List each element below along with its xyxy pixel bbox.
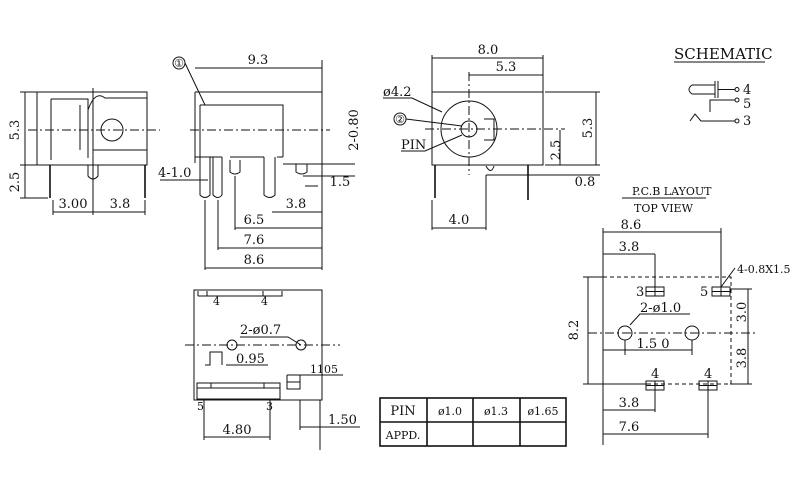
pcb-pad-size: 4-0.8X1.5 <box>737 263 791 276</box>
table-header-3: ø1.65 <box>527 405 558 418</box>
pcb-dim-d2: 3.8 <box>619 396 640 411</box>
pad-label-4a: 4 <box>651 367 659 382</box>
bottom-view: 4 4 2-ø0.7 0.95 1105 5 3 1.50 4.80 <box>185 289 360 450</box>
dim-pin-thickness: 4-1.0 <box>158 166 191 181</box>
pin-top-a: 4 <box>213 295 220 308</box>
pad-label-3: 3 <box>636 285 644 300</box>
pin-bottom-b: 3 <box>266 400 273 413</box>
dim-d5: 8.6 <box>244 253 265 268</box>
dim-d2: 1105 <box>310 363 338 376</box>
pcb-layout: P.C.B LAYOUT TOP VIEW 3 5 4 4 8.6 3.8 4-… <box>567 185 791 445</box>
callout-2: ② <box>395 113 405 126</box>
front-view: ① 9.3 2-0.80 4-1.0 1.5 3.8 6.5 7.6 8.6 <box>158 53 362 270</box>
pcb-subtitle: TOP VIEW <box>634 202 694 215</box>
pcb-dim-d1: 3.8 <box>619 240 640 255</box>
pin-top-b: 4 <box>261 295 268 308</box>
dim-height: 5.3 <box>8 120 23 141</box>
callout-1: ① <box>174 57 184 70</box>
dim-pin-position: 4.0 <box>449 213 470 228</box>
table-row-label: APPD. <box>385 429 421 442</box>
side-view: 5.3 2.5 3.00 3.8 <box>8 88 160 215</box>
pcb-dim-v1: 3.0 <box>735 302 750 323</box>
dim-height: 5.3 <box>581 118 596 139</box>
dim-offset-a: 3.00 <box>59 197 88 212</box>
pcb-hole-spacing: 1.5 0 <box>636 337 669 352</box>
dim-center: 5.3 <box>496 60 517 75</box>
pcb-holes: 2-ø1.0 <box>640 301 681 316</box>
dim-d4: 7.6 <box>244 233 265 248</box>
schematic-pin-3: 3 <box>743 114 751 129</box>
pcb-dim-height: 8.2 <box>567 320 582 341</box>
schematic-pin-4: 4 <box>743 83 751 98</box>
dim-pin-length: 2.5 <box>8 172 23 193</box>
end-view: 8.0 5.3 ø4.2 ② PIN 2.5 5.3 0.8 4.0 <box>383 43 600 230</box>
table-header-1: ø1.0 <box>438 405 462 418</box>
dim-d4: 4.80 <box>223 423 252 438</box>
pad-label-4b: 4 <box>704 367 712 382</box>
pcb-title: P.C.B LAYOUT <box>632 185 712 198</box>
dim-width: 8.0 <box>478 43 499 58</box>
dim-offset-b: 3.8 <box>110 197 131 212</box>
dim-d3: 6.5 <box>244 213 265 228</box>
pin-label: PIN <box>401 138 426 153</box>
dim-d3: 1.50 <box>328 413 357 428</box>
schematic-pin-5: 5 <box>743 97 751 112</box>
schematic-title: SCHEMATIC <box>674 45 773 63</box>
pcb-dim-v2: 3.8 <box>735 348 750 369</box>
dim-center-height: 2.5 <box>549 140 564 161</box>
schematic: SCHEMATIC 4 5 3 <box>674 45 773 129</box>
dim-pin-width: 2-0.80 <box>347 109 362 151</box>
pcb-dim-d3: 7.6 <box>619 420 640 435</box>
table-header-2: ø1.3 <box>484 405 508 418</box>
pcb-dim-width: 8.6 <box>621 218 642 233</box>
dim-length: 9.3 <box>248 53 269 68</box>
pin-bottom-a: 5 <box>197 400 204 413</box>
dim-pin-offset: 0.8 <box>575 175 596 190</box>
table-header-pin: PIN <box>390 404 415 419</box>
dim-diameter: ø4.2 <box>383 85 412 100</box>
pin-table: PIN ø1.0 ø1.3 ø1.65 APPD. <box>379 397 567 447</box>
dim-d2: 3.8 <box>286 197 307 212</box>
holes-label: 2-ø0.7 <box>240 323 281 338</box>
dim-d1: 0.95 <box>236 352 265 367</box>
dim-d1: 1.5 <box>330 175 351 190</box>
pad-label-5: 5 <box>700 285 708 300</box>
